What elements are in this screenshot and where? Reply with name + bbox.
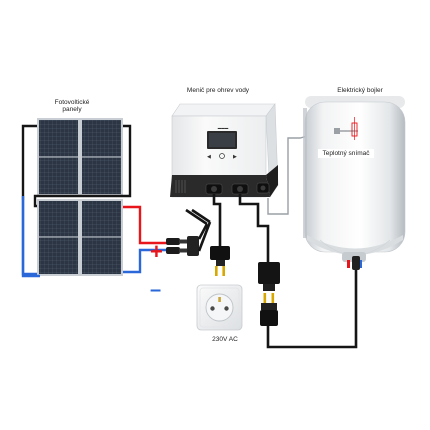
sensor-label: Teplotný snímač (318, 149, 374, 159)
inverter-port (256, 182, 270, 194)
inverter-label: Menič pre ohrev vody (186, 87, 250, 94)
outlet-cable (212, 194, 222, 246)
brand-mark: ▬▬▬ (217, 126, 229, 130)
panel-interconnect-cable (21, 124, 132, 208)
solar-panel-array (37, 118, 123, 276)
left-button-icon[interactable]: ◀ (207, 154, 211, 160)
plug-icon (260, 293, 278, 326)
right-button-icon[interactable]: ▶ (233, 154, 237, 160)
plug-socket-icon (258, 262, 280, 291)
boiler-cable (266, 270, 358, 349)
inverter: ◀ ▶ (170, 103, 279, 198)
positive-wire (123, 205, 168, 245)
mc4-connector-icon (166, 208, 212, 256)
positive-sign: + (150, 239, 163, 264)
negative-sign: – (150, 279, 162, 301)
boiler-label: Elektrický bojler (337, 87, 383, 94)
water-heater-boiler (303, 96, 406, 270)
ok-button-icon[interactable] (219, 153, 225, 159)
boiler-supply-cable (238, 194, 270, 262)
outlet-label: 230V AC (212, 336, 238, 343)
inverter-port (205, 183, 223, 195)
wall-outlet (196, 284, 243, 331)
pv-panels-label: Fotovoltické panely (54, 99, 90, 114)
plug-icon (210, 246, 230, 276)
inverter-port (231, 183, 249, 195)
